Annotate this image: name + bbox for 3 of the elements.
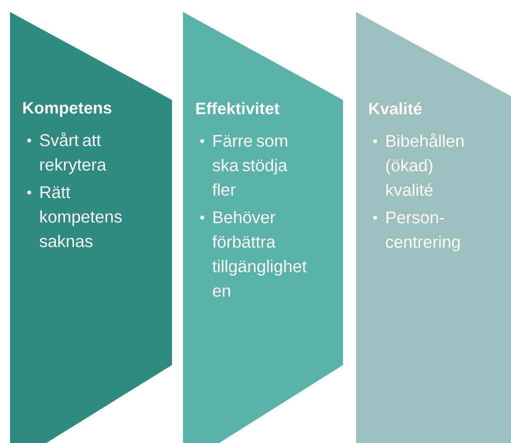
chevron-panel: Kompetens Svårt att rekrytera Rätt kompetens saknas (10, 12, 172, 443)
chevron-panel: Effektivitet Färre som ska stödja fler Behöver förbättra tillgänglighet en (183, 12, 343, 443)
chevron-panel: Kvalité Bibehållen (ökad) kvalité Person- centrering (356, 12, 511, 443)
